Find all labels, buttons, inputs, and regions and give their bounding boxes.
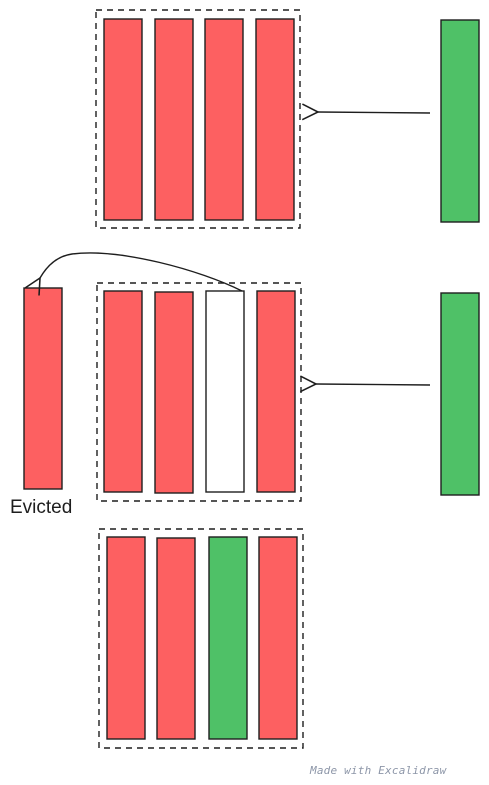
cache-slot-resident: [256, 290, 296, 493]
cache-slot-resident: [255, 18, 295, 221]
eviction-arrow: [24, 252, 243, 296]
stage-eviction: [23, 252, 480, 502]
cache-slot-resident: [204, 18, 244, 221]
stage-full-cache: [95, 9, 480, 229]
cache-slot-incoming: [208, 536, 248, 740]
cache-boundary: [98, 528, 304, 749]
cache-slot-resident: [258, 536, 298, 740]
evicted-label: Evicted: [10, 497, 73, 518]
cache-slot-resident: [156, 537, 196, 740]
stage-after-insert: [98, 528, 304, 749]
incoming-item: [440, 19, 480, 223]
cache-boundary: [95, 9, 301, 229]
cache-slot-empty: [205, 290, 245, 493]
cache-slot-resident: [106, 536, 146, 740]
cache-slot-resident: [154, 18, 194, 221]
cache-slot-resident: [103, 18, 143, 221]
cache-slot-resident: [103, 290, 143, 493]
excalidraw-watermark: Made with Excalidraw: [310, 764, 447, 777]
incoming-item: [440, 292, 480, 496]
cache-slot-resident: [154, 291, 194, 494]
evicted-item: [23, 287, 63, 490]
incoming-arrow: [299, 375, 431, 393]
incoming-arrow: [301, 103, 431, 121]
